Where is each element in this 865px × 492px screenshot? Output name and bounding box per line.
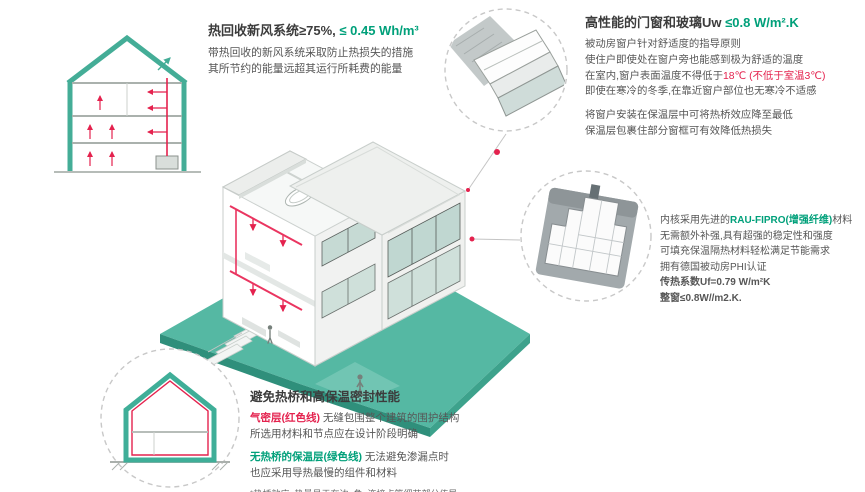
windows-line-6: 保温层包裹住部分窗框可有效降低热损失 — [585, 126, 773, 138]
insulation-layer-green-line — [123, 371, 217, 463]
people-figures — [267, 325, 364, 397]
airtight-layer-label: 气密层(红色线) — [250, 412, 320, 424]
hrv-title: 热回收新风系统≥75%, ≤ 0.45 Wh/m³ — [208, 20, 473, 39]
profile-line-1-pre: 内核采用先进的 — [660, 215, 730, 226]
ventilation-duct-lines — [229, 205, 303, 313]
main-house-illustration — [160, 141, 530, 437]
building-envelope — [66, 34, 188, 171]
windows-line-5: 将窗户安装在保温层中可将热桥效应降至最低 — [585, 110, 793, 122]
window-corner-detail-illustration — [444, 8, 568, 132]
insulation-layer-label: 无热桥的保温层(绿色线) — [250, 451, 362, 464]
hrv-line-1: 带热回收的新风系统采取防止热损失的措施 — [208, 47, 414, 59]
profile-line-2: 无需额外补强,具有超强的稳定性和强度 — [660, 230, 833, 242]
windows-text-block: 高性能的门窗和玻璃Uw ≤0.8 W/m².K 被动房窗户针对舒适度的指导原则 … — [585, 12, 859, 140]
windows-title: 高性能的门窗和玻璃Uw ≤0.8 W/m².K — [585, 12, 859, 31]
supply-duct — [147, 78, 168, 156]
insulation-line-2: 所选用材料和节点应在设计阶段明确 — [250, 427, 418, 440]
windows-title-text: 高性能的门窗和玻璃Uw — [585, 15, 726, 30]
airflow-arrows — [87, 95, 115, 166]
exhaust-arrow — [157, 57, 171, 71]
windows-line-1: 被动房窗户针对舒适度的指导原则 — [585, 39, 741, 50]
profile-line-3: 可填充保温隔热材料轻松满足节能需求 — [660, 246, 830, 257]
profile-uf-value: 传热系数Uf=0.79 W/m²K — [660, 277, 771, 288]
profile-line-1-post: 材料 — [832, 215, 853, 226]
window-corner-content — [448, 16, 566, 117]
profile-line-1: 内核采用先进的RAU-FIPRO(增强纤维)材料 — [660, 213, 864, 229]
profile-text-block: 内核采用先进的RAU-FIPRO(增强纤维)材料 无需额外补强,具有超强的稳定性… — [660, 213, 864, 306]
windows-line-4: 即使在寒冷的冬季,在靠近窗户部位也无寒冷不适感 — [585, 86, 817, 98]
insulation-line-4: 也应采用导热最慢的组件和材料 — [250, 466, 397, 479]
insulation-line-3-rest: 无法避免渗漏点时 — [362, 451, 449, 464]
window-profile-detail-illustration — [520, 170, 652, 302]
insulation-text-block: 避免热桥和高保温密封性能 气密层(红色线) 无缝包围整个建筑的围护结构 所选用材… — [250, 386, 560, 492]
insulation-envelope-illustration — [100, 348, 240, 488]
insulation-line-1-rest: 无缝包围整个建筑的围护结构 — [320, 412, 460, 424]
profile-uw-value: 整窗≤0.8W//m2.K. — [660, 292, 742, 304]
profile-cross-section — [535, 184, 639, 289]
hrv-text-block: 热回收新风系统≥75%, ≤ 0.45 Wh/m³ 带热回收的新风系统采取防止热… — [208, 20, 473, 77]
hrv-title-value: ≤ 0.45 Wh/m³ — [339, 23, 419, 38]
insulation-line-3: 无热桥的保温层(绿色线) 无法避免渗漏点时 — [250, 450, 560, 466]
windows-line-3-text: 在室内,窗户表面温度不得低于 — [585, 70, 723, 82]
insulation-line-1: 气密层(红色线) 无缝包围整个建筑的围护结构 — [250, 411, 560, 427]
hrv-title-text: 热回收新风系统≥75%, — [208, 23, 340, 38]
profile-line-1-material: RAU-FIPRO(增强纤维) — [730, 215, 833, 226]
thermal-bridge-footnote: *热桥效应: 热量易于在边, 角, 连接点等细节部分传导 — [250, 487, 560, 492]
windows-title-value: ≤0.8 W/m².K — [725, 15, 799, 30]
house-body — [221, 141, 467, 367]
profile-line-4: 拥有德国被动房PHI认证 — [660, 261, 767, 273]
house-section-ventilation-illustration — [54, 34, 201, 173]
windows-line-2: 使住户即使处在窗户旁也能感到极为舒适的温度 — [585, 54, 804, 66]
windows-line-3: 在室内,窗户表面温度不得低于18℃ (不低于室温3℃) — [585, 69, 859, 85]
windows-line-3-value: 18℃ (不低于室温3℃) — [722, 70, 826, 82]
insulation-title: 避免热桥和高保温密封性能 — [250, 390, 401, 404]
hrv-line-2: 其所节约的能量远超其运行所耗费的能量 — [208, 63, 403, 76]
ground-hatch — [111, 461, 229, 471]
